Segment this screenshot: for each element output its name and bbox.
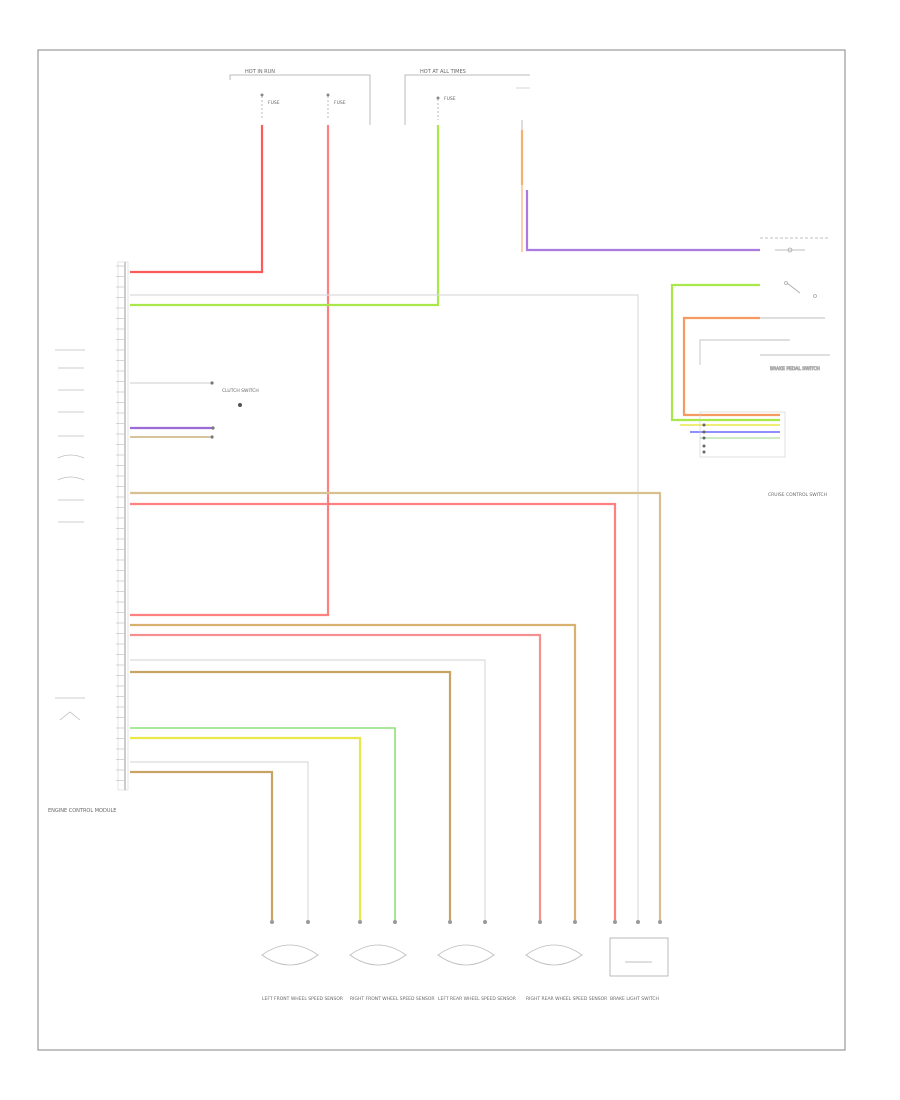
clutch-switch-label: CLUTCH SWITCH [222, 388, 259, 394]
brake-pedal-switch: BRAKE PEDAL SWITCH [760, 237, 830, 372]
fuse-c-label: FUSE [444, 96, 456, 102]
sensor-right-rear: RIGHT REAR WHEEL SPEED SENSOR [525, 920, 607, 1002]
wire-violet [525, 190, 760, 252]
sensor-left-rear-label: LEFT REAR WHEEL SPEED SENSOR [438, 996, 516, 1002]
wire-tan-long [130, 491, 662, 920]
ecm-connector: ENGINE CONTROL MODULE [48, 261, 129, 814]
brake-pedal-switch-label: BRAKE PEDAL SWITCH [770, 366, 820, 372]
cruise-control-switch-label: CRUISE CONTROL SWITCH [768, 492, 827, 498]
sensor-right-front: RIGHT FRONT WHEEL SPEED SENSOR [349, 920, 435, 1002]
sensor-right-front-label: RIGHT FRONT WHEEL SPEED SENSOR [350, 996, 435, 1002]
clutch-switch: CLUTCH SWITCH [210, 381, 259, 439]
brake-light-switch: BRAKE LIGHT SWITCH [609, 920, 669, 1002]
wire-orange-cruise [682, 316, 780, 417]
wire-gray-cruise [699, 339, 760, 365]
hot-run-label: HOT IN RUN [245, 69, 275, 75]
wire-red-power-2 [130, 125, 330, 617]
ecm-internal-symbols [55, 349, 85, 721]
wire-red-power [130, 125, 264, 274]
fuse-box-left: HOT IN RUN FUSE FUSE [229, 69, 371, 125]
ecm-label: ENGINE CONTROL MODULE [48, 808, 116, 814]
wheel-speed-sensors: LEFT FRONT WHEEL SPEED SENSOR RIGHT FRON… [261, 920, 669, 1002]
wire-tan-lf [130, 770, 274, 920]
wire-red-long [130, 502, 617, 920]
cruise-control-switch: CRUISE CONTROL SWITCH [699, 411, 827, 498]
wire-green-cruise [670, 283, 780, 422]
wire-green-yellow [130, 125, 440, 307]
wire-tan-rr [130, 623, 577, 920]
wire-gray-lr [130, 659, 486, 920]
wire-harness [130, 125, 780, 920]
wire-pink-rr [130, 633, 542, 920]
sensor-left-front-label: LEFT FRONT WHEEL SPEED SENSOR [262, 996, 343, 1002]
wire-gray-lf [130, 761, 309, 920]
fuse-b-label: FUSE [334, 100, 346, 106]
fuse-box-right: HOT AT ALL TIMES FUSE [404, 69, 530, 130]
sensor-left-front: LEFT FRONT WHEEL SPEED SENSOR [261, 920, 343, 1002]
fuse-a-label: FUSE [268, 100, 280, 106]
wire-tan-lr [130, 670, 452, 920]
wire-gray [130, 294, 639, 920]
brake-light-switch-label: BRAKE LIGHT SWITCH [610, 996, 659, 1002]
ecm-pin-ticks [116, 265, 124, 781]
wire-green-rf [130, 727, 396, 920]
sensor-right-rear-label: RIGHT REAR WHEEL SPEED SENSOR [526, 996, 607, 1002]
sensor-left-rear: LEFT REAR WHEEL SPEED SENSOR [437, 920, 516, 1002]
hot-at-all-times-label: HOT AT ALL TIMES [420, 69, 466, 75]
diagram-frame [37, 49, 846, 1051]
wire-yellow-rf [130, 736, 362, 920]
